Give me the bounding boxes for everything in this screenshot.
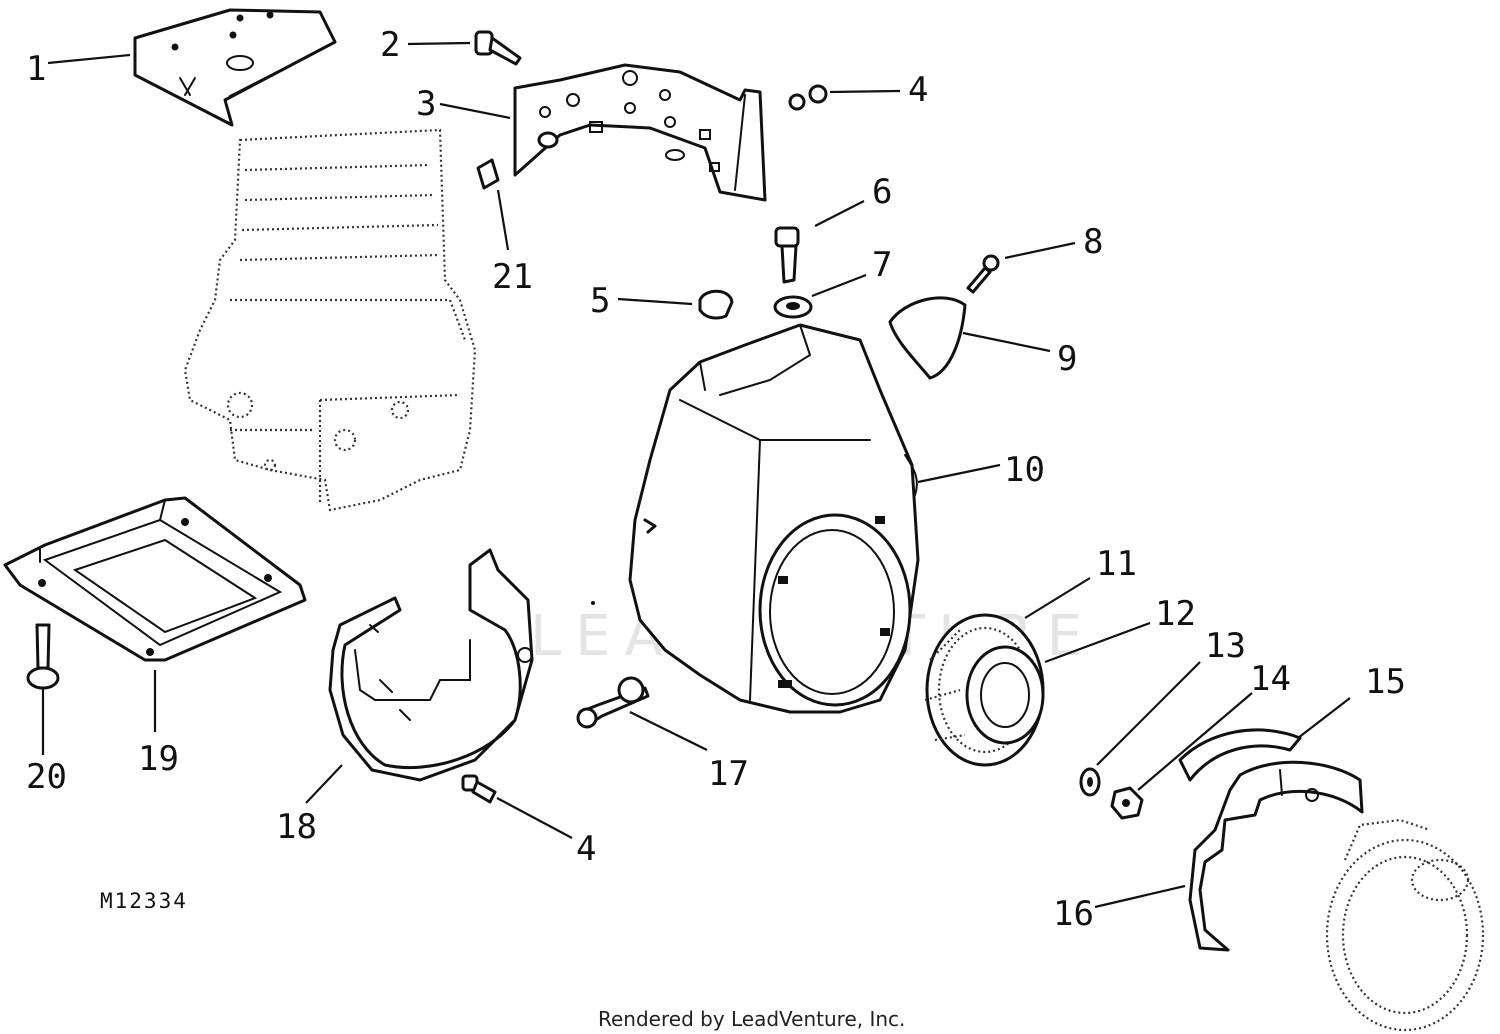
callout-14: 14 [1250, 659, 1291, 699]
callout-10: 10 [1004, 450, 1045, 490]
callout-6: 6 [872, 172, 892, 212]
part-14-nut [1110, 786, 1144, 820]
leader-lines [41, 41, 1351, 909]
part-8-screw [966, 254, 1000, 294]
callout-labels: 1 2 3 4 5 6 7 8 9 10 11 12 13 14 15 16 1… [26, 25, 1406, 934]
callout-20: 20 [26, 757, 67, 797]
callout-16: 16 [1053, 894, 1094, 934]
part-7-washer [773, 295, 813, 319]
starter-outline [1325, 818, 1485, 1032]
footer-credit: Rendered by LeadVenture, Inc. [598, 1007, 905, 1031]
callout-8: 8 [1083, 222, 1103, 262]
part-15-arc [1178, 728, 1302, 782]
engine-block [183, 128, 477, 512]
callout-5: 5 [590, 281, 610, 321]
callout-13: 13 [1205, 626, 1246, 666]
callout-3: 3 [416, 84, 436, 124]
callout-19: 19 [138, 739, 179, 779]
callout-11: 11 [1096, 544, 1137, 584]
callout-12: 12 [1155, 594, 1196, 634]
part-19-base-plate [3, 496, 307, 662]
callout-4-lower: 4 [576, 829, 596, 869]
callout-18: 18 [276, 807, 317, 847]
callout-9: 9 [1057, 339, 1077, 379]
part-18-shield [328, 548, 534, 782]
callout-1: 1 [26, 49, 46, 89]
part-10-blower-housing [628, 323, 920, 714]
part-16-guard [1188, 760, 1364, 952]
part-4-bolt-lower [461, 774, 497, 804]
stray-mark [591, 601, 595, 605]
callout-4-upper: 4 [908, 70, 928, 110]
part-9-cap [888, 296, 967, 380]
part-11-screen [924, 613, 1045, 767]
part-20-bolt [26, 623, 60, 690]
callout-21: 21 [492, 257, 533, 297]
part-3-shroud-plate [513, 63, 767, 202]
part-6-bolt [774, 226, 800, 284]
callout-15: 15 [1365, 662, 1406, 702]
callout-7: 7 [872, 245, 892, 285]
diagram-reference-code: M12334 [100, 889, 188, 913]
part-17-bolt [576, 676, 650, 729]
part-5-plug [698, 289, 734, 320]
part-1-bracket [133, 8, 337, 127]
callout-2: 2 [380, 25, 400, 65]
part-4-nut-upper [788, 84, 828, 111]
part-13-washer [1079, 767, 1101, 797]
part-2-screw [474, 30, 522, 66]
callout-17: 17 [708, 754, 749, 794]
part-21-clip [476, 158, 500, 190]
